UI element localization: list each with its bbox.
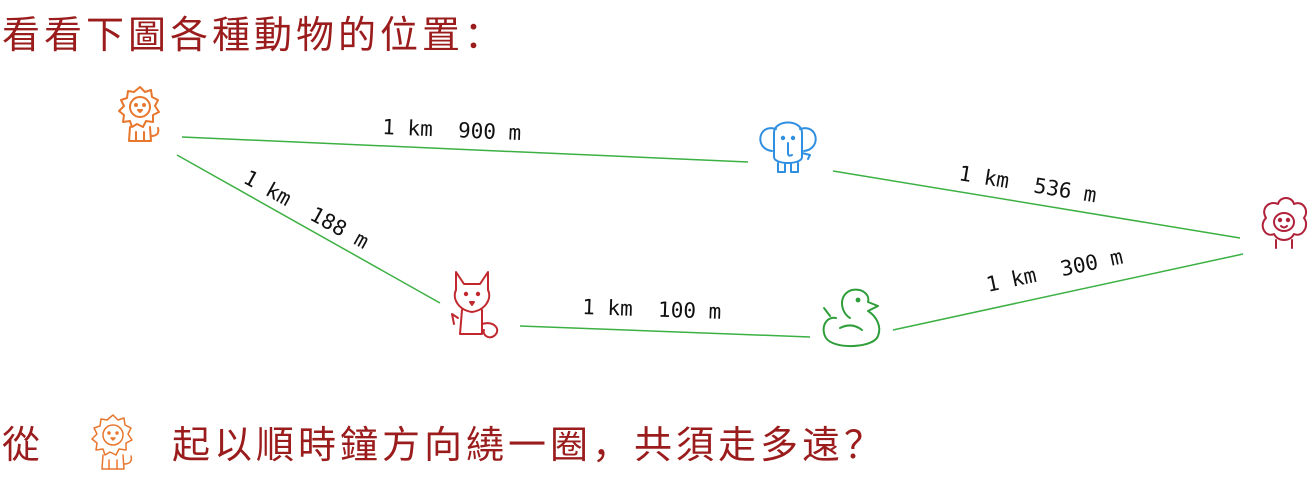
route-lion-elephant	[181, 136, 749, 163]
route-lion-fox	[176, 154, 441, 304]
route-fox-duck	[519, 325, 811, 338]
lion-icon	[91, 414, 133, 470]
fox-icon	[451, 271, 499, 339]
distance-label-elephant-sheep: 1 km 536 m	[957, 161, 1098, 207]
distance-label-fox-duck: 1 km 100 m	[582, 295, 722, 324]
route-duck-sheep	[892, 253, 1244, 331]
distance-label-duck-sheep: 1 km 300 m	[984, 244, 1125, 296]
elephant-icon	[759, 121, 817, 173]
animal-route-map: 1 km 900 m 1 km 536 m 1 km 188 m 1 km 10…	[118, 86, 1308, 348]
page-title: 看看下圖各種動物的位置：	[2, 13, 507, 57]
distance-label-lion-fox: 1 km 188 m	[240, 165, 373, 253]
question-prefix: 從	[2, 423, 45, 467]
duck-icon	[822, 288, 881, 348]
lion-icon	[118, 86, 160, 142]
distance-label-lion-elephant: 1 km 900 m	[382, 115, 522, 145]
sheep-icon	[1261, 197, 1308, 249]
question-text: 起以順時鐘方向繞一圈，共須走多遠？	[172, 423, 887, 467]
route-elephant-sheep	[832, 170, 1241, 239]
